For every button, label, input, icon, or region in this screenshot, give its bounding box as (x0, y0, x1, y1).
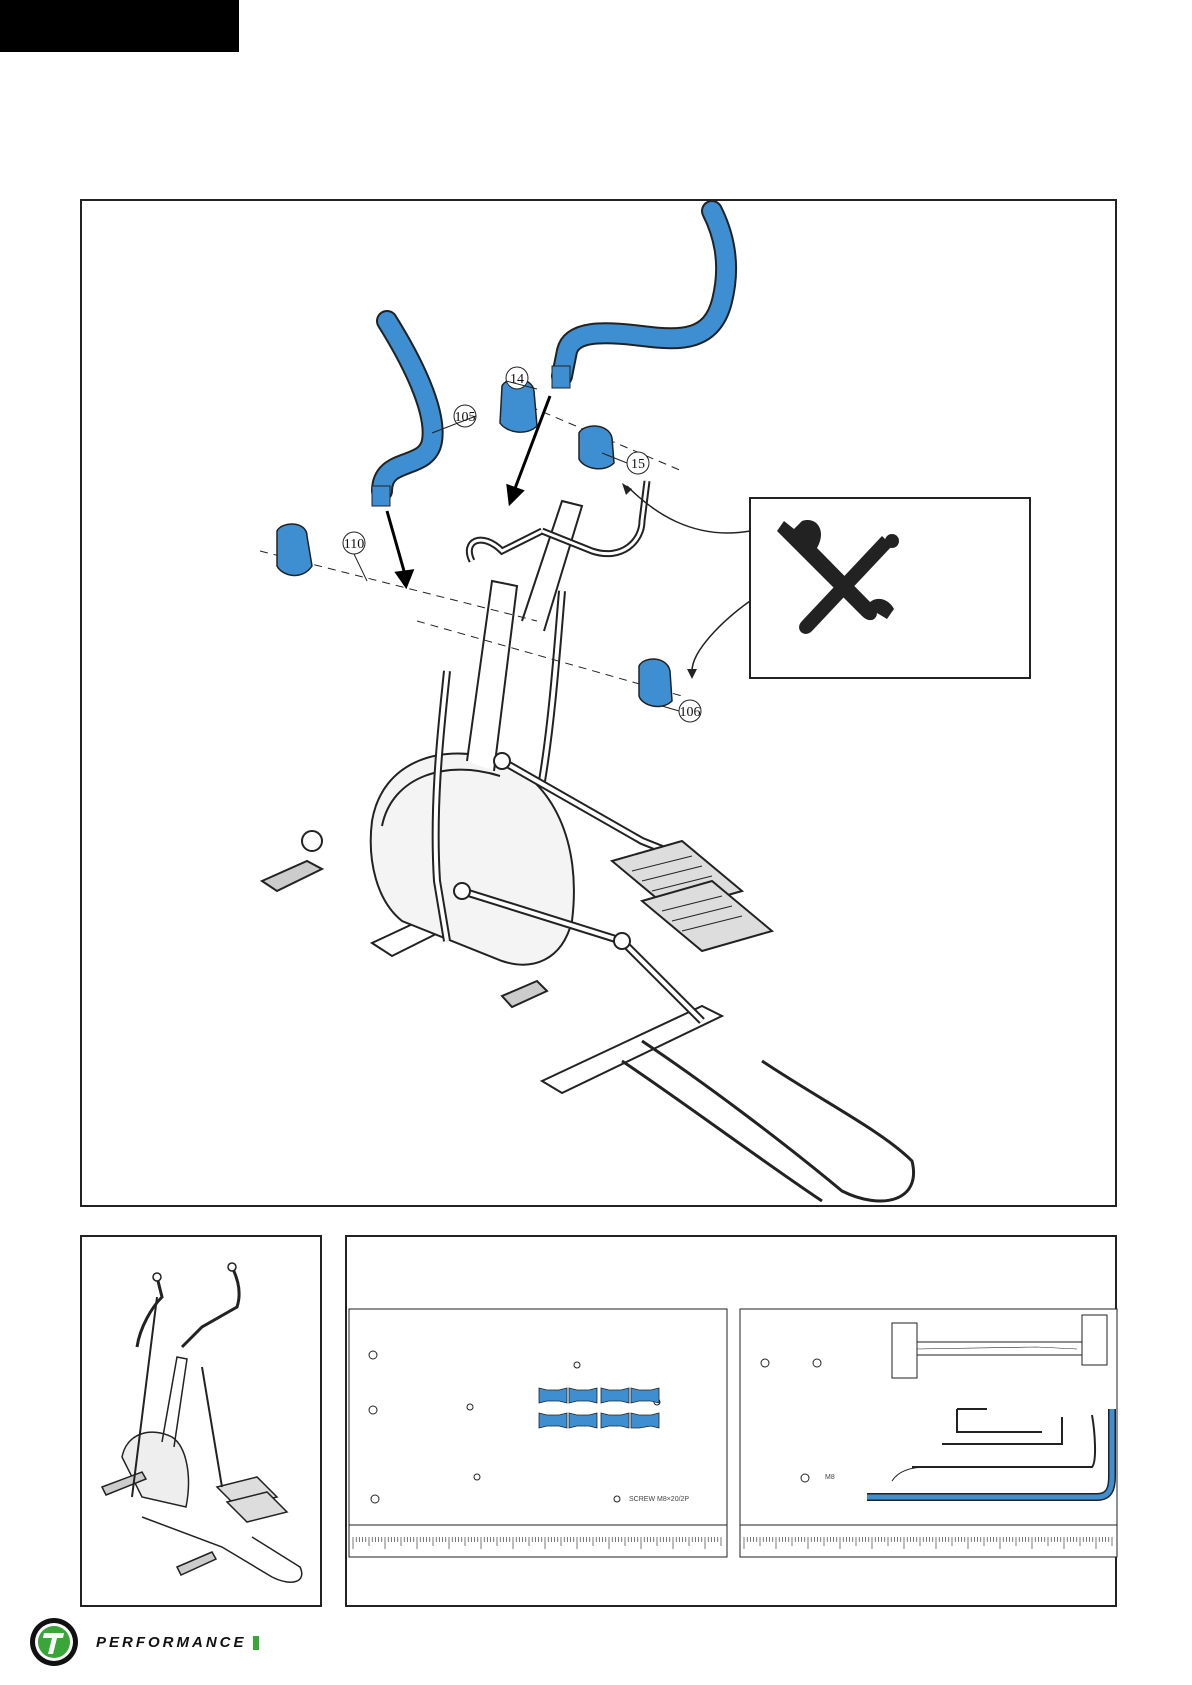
overview-drawing (82, 1237, 324, 1609)
hardware-drawing: SCREW M8×20/2P M8 (347, 1237, 1119, 1609)
callout-14: 14 (510, 372, 524, 387)
header-black-tab (0, 0, 239, 52)
assembly-drawing: 14 15 105 106 110 (82, 201, 1119, 1209)
brand-footer: PERFORMANCE (28, 1612, 259, 1672)
hardware-left-label: SCREW M8×20/2P (629, 1496, 689, 1503)
assembly-diagram-panel: 14 15 105 106 110 (80, 199, 1117, 1207)
callout-15: 15 (631, 457, 645, 472)
hardware-card-tools: M8 (740, 1309, 1117, 1557)
overview-thumbnail-panel (80, 1235, 322, 1607)
brand-green-mark (253, 1636, 259, 1650)
hardware-panel: SCREW M8×20/2P M8 (345, 1235, 1117, 1607)
t-circle-logo-icon (28, 1616, 80, 1668)
callout-110: 110 (344, 537, 364, 552)
callout-106: 106 (680, 705, 701, 720)
hardware-right-label: M8 (825, 1474, 835, 1481)
tools-box (750, 498, 1030, 678)
brand-name: PERFORMANCE (96, 1634, 247, 1651)
hardware-card-screws: SCREW M8×20/2P (349, 1309, 727, 1557)
callout-105: 105 (455, 410, 476, 425)
